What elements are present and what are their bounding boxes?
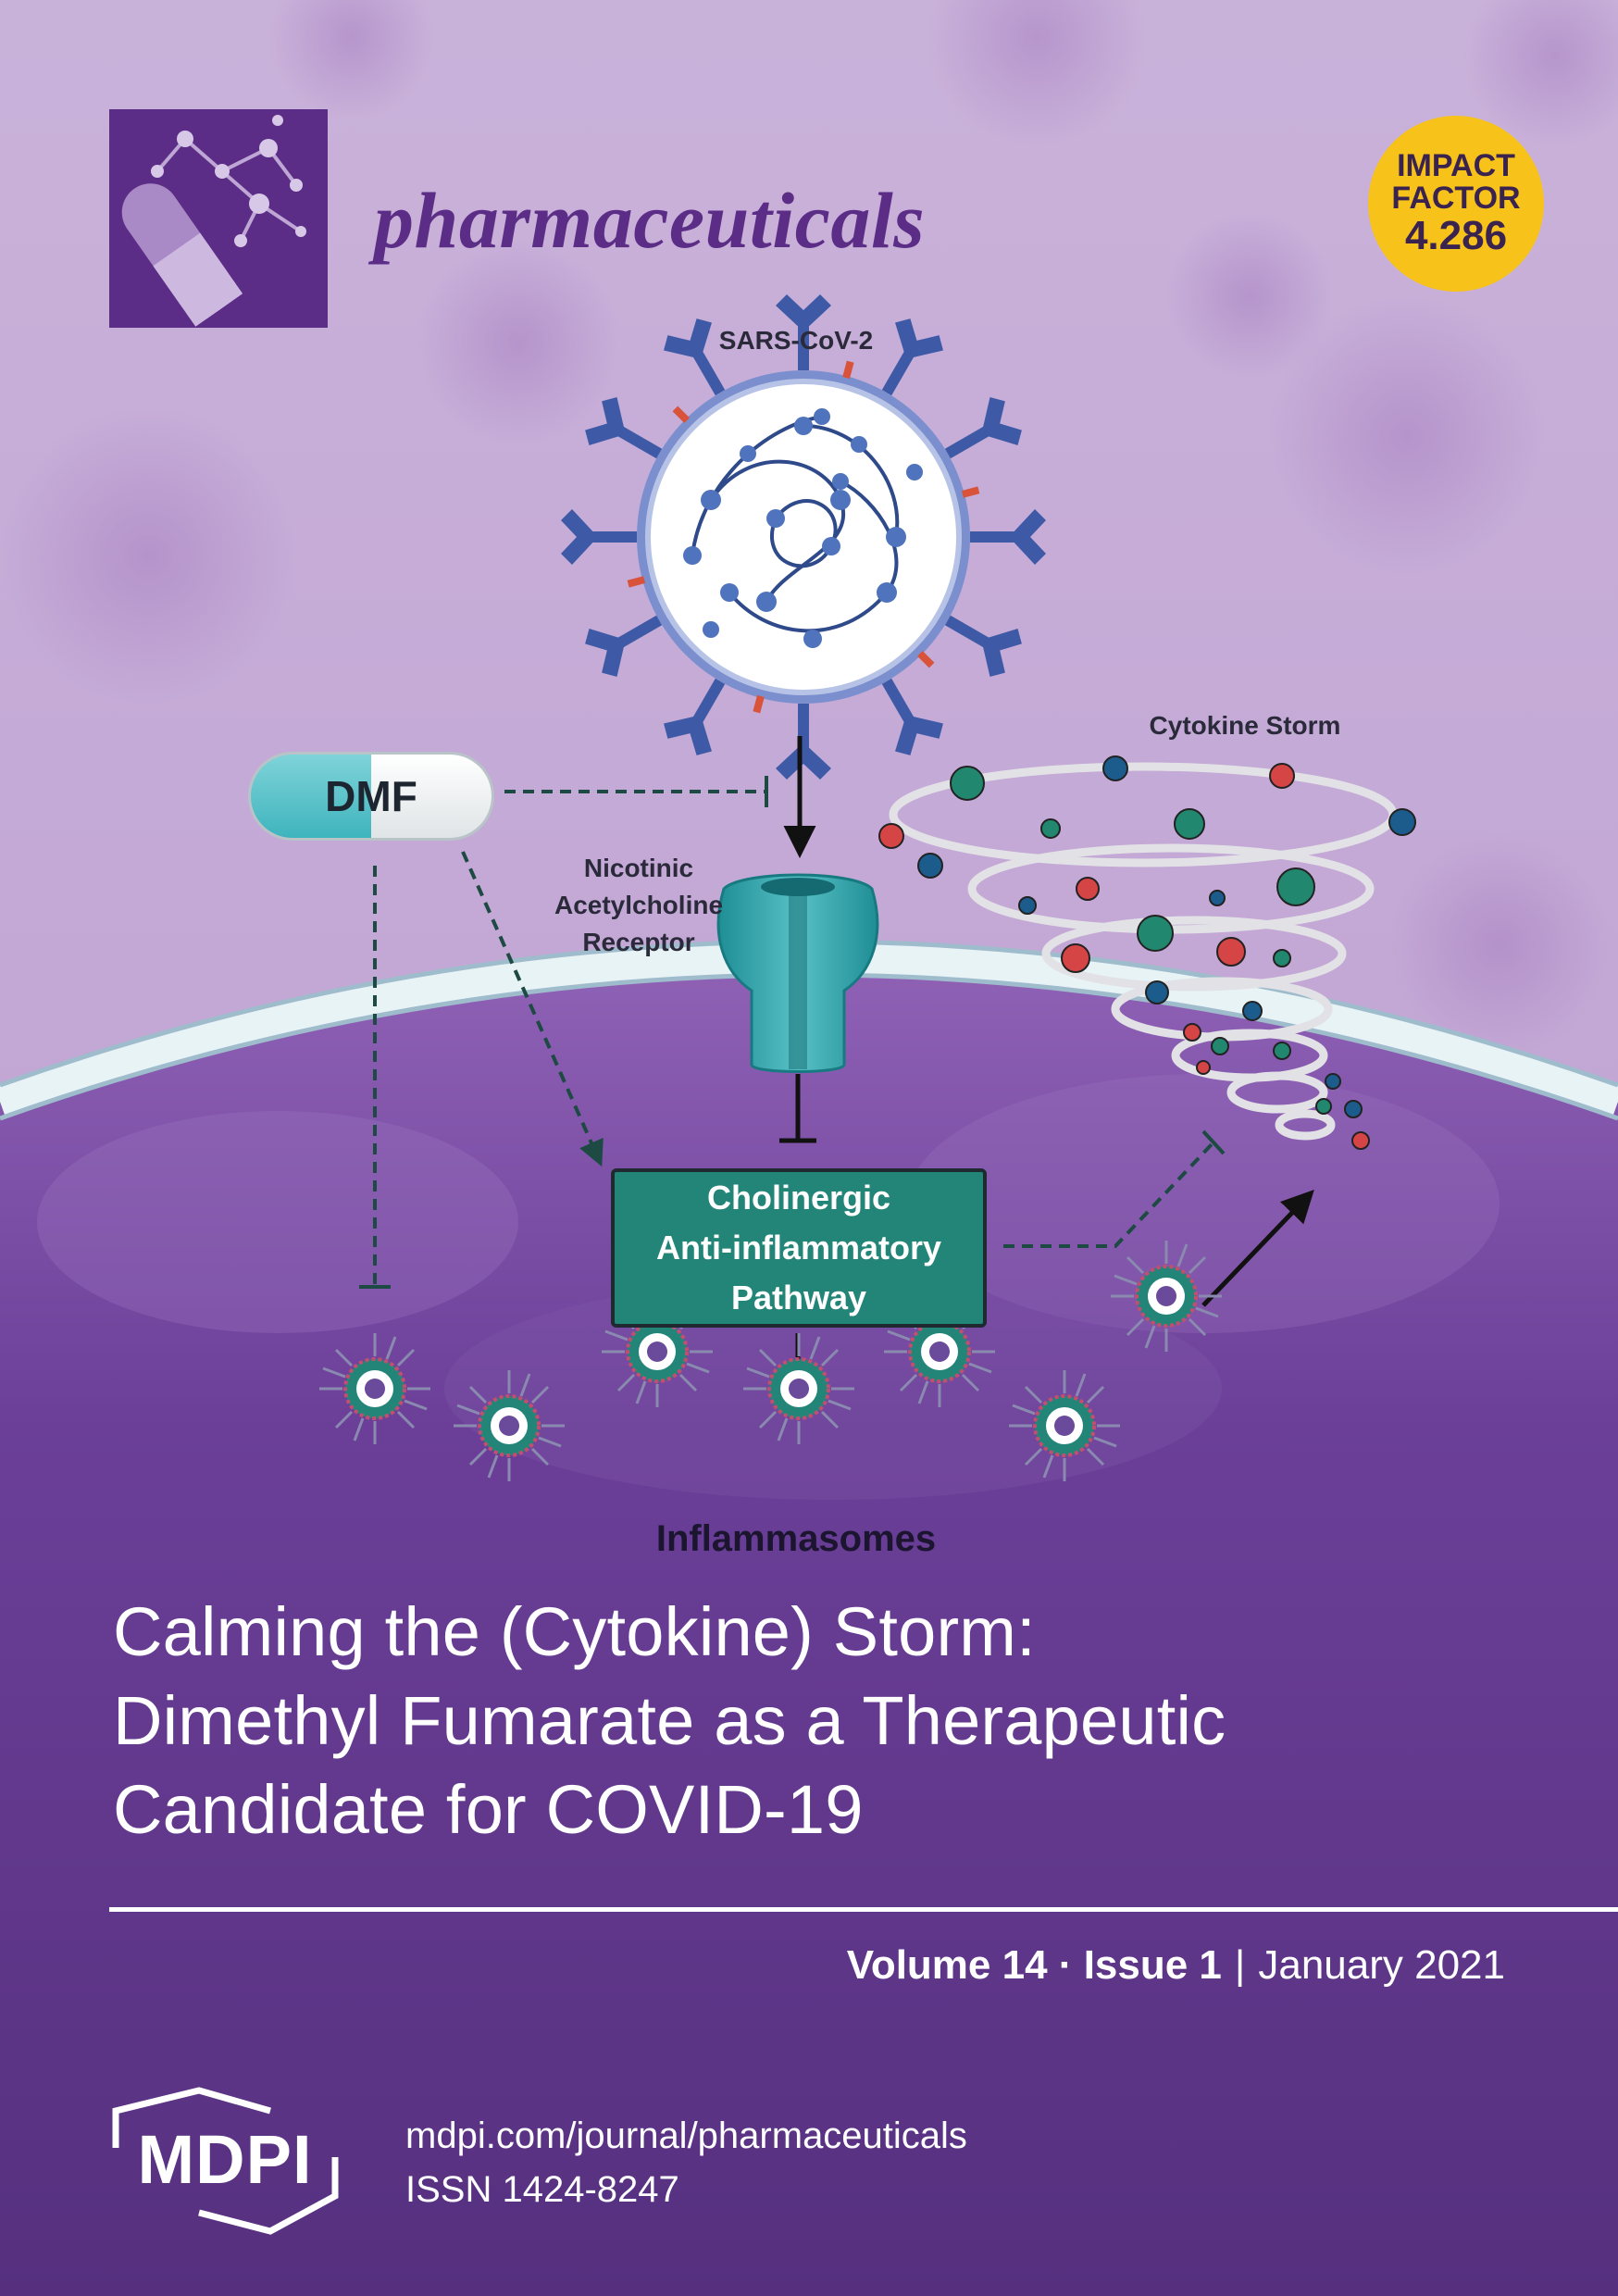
- pathway-label-line: Anti-inflammatory: [655, 1229, 942, 1267]
- issue-number: Issue 1: [1083, 1942, 1222, 1988]
- impact-value: 4.286: [1404, 213, 1508, 259]
- separator: |: [1234, 1942, 1246, 1988]
- journal-name: pharmaceuticals: [374, 176, 926, 265]
- title-line: Candidate for COVID-19: [113, 1771, 864, 1848]
- title-line: Dimethyl Fumarate as a Therapeutic: [113, 1682, 1226, 1759]
- issue-info: Volume 14 · Issue 1|January 2021: [846, 1942, 1505, 1988]
- issue-date: January 2021: [1258, 1942, 1505, 1988]
- receptor-label: Nicotinic Acetylcholine Receptor: [528, 850, 750, 960]
- virus-label: SARS-CoV-2: [718, 326, 874, 355]
- receptor-label-line: Nicotinic: [583, 854, 694, 882]
- capsule-right-half: [371, 755, 492, 838]
- cytokine-storm-label: Cytokine Storm: [1149, 711, 1341, 740]
- pathway-label-line: Pathway: [730, 1279, 867, 1316]
- journal-url[interactable]: mdpi.com/journal/pharmaceuticals: [405, 2115, 967, 2156]
- pathway-label-line: Cholinergic: [706, 1179, 891, 1217]
- inflammasomes-label: Inflammasomes: [655, 1518, 937, 1559]
- divider-line: [109, 1907, 1618, 1912]
- impact-factor-badge: IMPACT FACTOR 4.286: [1368, 116, 1544, 292]
- capsule-left-half: [251, 755, 371, 838]
- dmf-label: DMF: [325, 772, 417, 820]
- issn: ISSN 1424-8247: [405, 2169, 679, 2210]
- mdpi-logo: MDPI: [137, 2121, 313, 2198]
- dmf-capsule: DMF: [248, 752, 494, 841]
- impact-label-line1: IMPACT: [1397, 147, 1515, 183]
- receptor-label-line: Acetylcholine: [554, 890, 724, 919]
- impact-label-line2: FACTOR: [1391, 180, 1521, 216]
- cholinergic-pathway-box: Cholinergic Anti-inflammatory Pathway: [611, 1168, 987, 1328]
- article-title: Calming the (Cytokine) Storm: Dimethyl F…: [113, 1588, 1501, 1854]
- volume: Volume 14: [846, 1942, 1048, 1988]
- receptor-label-line: Receptor: [582, 927, 695, 956]
- title-line: Calming the (Cytokine) Storm:: [113, 1593, 1036, 1670]
